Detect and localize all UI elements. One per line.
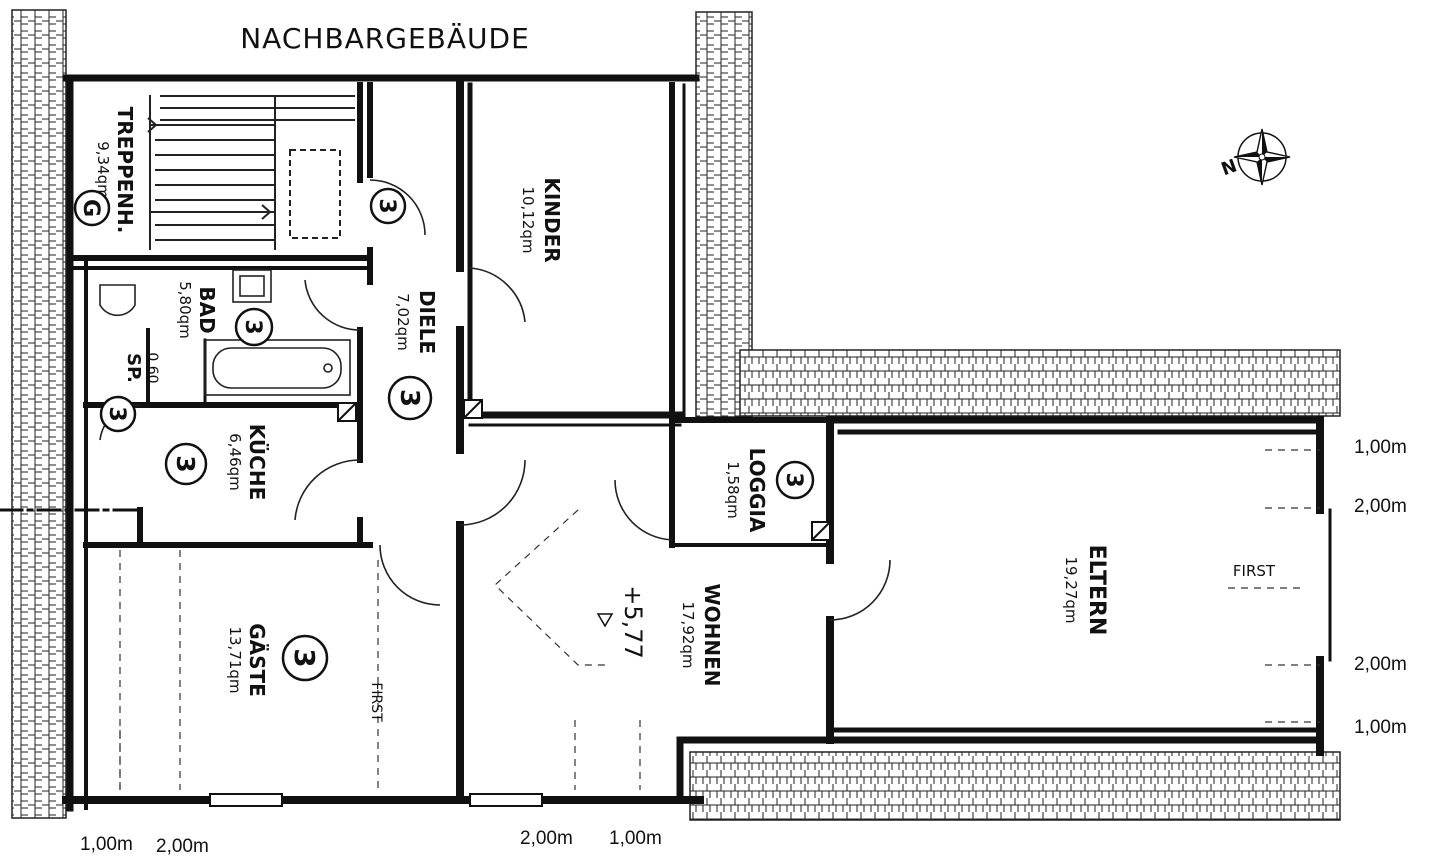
room-wohnen: WOHNEN 17,92qm [679, 584, 724, 687]
room-area: 0,60 [144, 352, 160, 383]
badge-loggia: 3 [775, 460, 815, 500]
shafts [337, 399, 831, 541]
badge-diele: 3 [387, 375, 433, 421]
room-gaeste: GÄSTE 13,71qm [226, 623, 269, 697]
dimension-right-1: 1,00m [1354, 437, 1407, 458]
badge-bad: 3 [234, 307, 274, 347]
badge-kueche: 3 [164, 442, 208, 486]
badge-sp: 3 [99, 395, 137, 433]
room-kueche: KÜCHE 6,46qm [226, 424, 269, 500]
room-kinder: KINDER 10,12qm [519, 177, 564, 262]
badge-stairwell: G [73, 189, 111, 227]
room-name: GÄSTE [245, 623, 269, 697]
svg-text:3: 3 [288, 648, 321, 667]
dimension-bottom-2: 2,00m [156, 836, 209, 857]
dimension-bottom-1: 1,00m [80, 834, 133, 855]
room-name: SP. [123, 353, 144, 383]
badge-gaeste: 3 [281, 634, 329, 682]
room-loggia: LOGGIA 1,58qm [724, 448, 769, 533]
room-area: 5,80qm [176, 281, 194, 339]
dimension-right-3: 2,00m [1354, 654, 1407, 675]
room-diele: DIELE 7,02qm [394, 290, 439, 354]
dimension-right-4: 1,00m [1354, 717, 1407, 738]
svg-text:3: 3 [394, 389, 424, 407]
compass-north-label: N [1219, 155, 1240, 180]
room-name: BAD [195, 286, 219, 333]
svg-text:3: 3 [374, 198, 399, 213]
neighbor-label: NACHBARGEBÄUDE [240, 22, 530, 55]
room-area: 19,27qm [1062, 556, 1080, 623]
room-sp: SP. 0,60 [123, 352, 160, 383]
stairs [147, 95, 355, 250]
windows [209, 793, 543, 807]
walls [0, 74, 1332, 812]
room-name: TREPPENH. [113, 107, 137, 234]
badge-stair-door: 3 [369, 187, 407, 225]
dimension-right-2: 2,00m [1354, 496, 1407, 517]
bathroom-fixtures [99, 269, 351, 396]
svg-text:3: 3 [240, 319, 265, 334]
room-name: LOGGIA [745, 448, 769, 533]
room-area: 17,92qm [679, 601, 697, 668]
dimension-bottom-4: 1,00m [609, 828, 662, 849]
room-name: WOHNEN [700, 584, 724, 687]
compass-icon [1233, 128, 1291, 186]
dashed-lines [119, 449, 1320, 790]
room-area: 13,71qm [226, 626, 244, 693]
level-marker-icon [596, 613, 614, 628]
roof-left [11, 9, 67, 819]
level-value: +5,77 [619, 585, 647, 659]
svg-text:3: 3 [104, 406, 129, 421]
room-name: DIELE [415, 290, 439, 354]
room-area: 10,12qm [519, 186, 537, 253]
roof-right-top [739, 349, 1341, 417]
room-area: 1,58qm [724, 461, 742, 519]
roof-right-bottom [689, 751, 1341, 821]
dimension-bottom-3: 2,00m [520, 828, 573, 849]
room-treppenhaus: TREPPENH. 9,34qm [94, 107, 137, 234]
svg-text:3: 3 [781, 472, 806, 487]
room-name: KINDER [540, 177, 564, 262]
room-name: KÜCHE [245, 424, 269, 500]
room-area: 7,02qm [394, 293, 412, 351]
room-eltern: ELTERN 19,27qm [1062, 545, 1109, 636]
room-bad: BAD 5,80qm [176, 281, 219, 339]
eltern-first-label: FIRST [1233, 562, 1276, 580]
room-name: ELTERN [1084, 545, 1109, 636]
svg-text:G: G [78, 199, 103, 217]
gaeste-first-label: FIRST [368, 682, 384, 722]
room-area: 6,46qm [226, 433, 244, 491]
room-area: 9,34qm [94, 141, 112, 199]
svg-text:3: 3 [171, 455, 200, 472]
